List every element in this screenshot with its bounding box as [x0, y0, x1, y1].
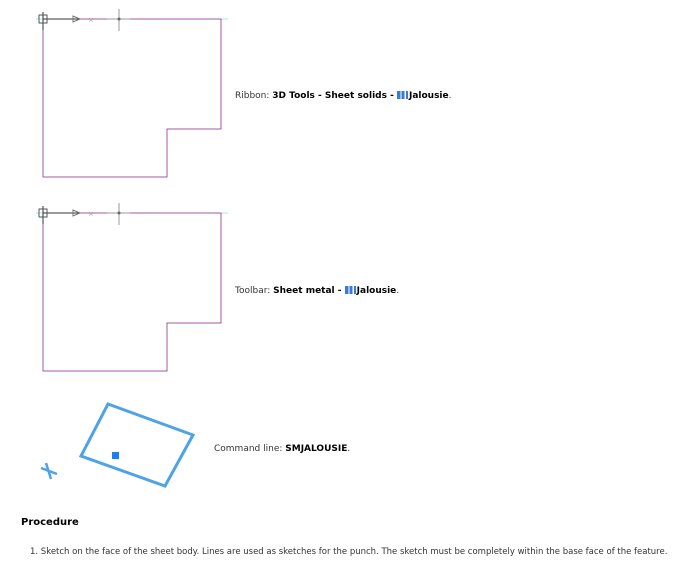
procedure-heading: Procedure [21, 517, 79, 528]
menu-path: Sheet metal - [273, 286, 345, 296]
command-name: Jalousie [408, 91, 449, 101]
illustrations: × × [36, 9, 228, 488]
label: Command line: [214, 444, 286, 454]
command-name: Jalousie [356, 286, 397, 296]
punct: . [396, 286, 400, 296]
command-line-path: Command line: SMJALOUSIE. [214, 444, 350, 454]
svg-text:×: × [88, 210, 94, 218]
svg-text:×: × [88, 16, 94, 24]
sketch-profile-1: × [36, 9, 228, 178]
menu-path: 3D Tools - Sheet solids - [272, 91, 397, 101]
sketch-profile-2: × [36, 203, 228, 372]
punct: . [347, 444, 351, 454]
label: Ribbon: [235, 91, 273, 101]
ribbon-path: Ribbon: 3D Tools - Sheet solids - Jalous… [235, 91, 452, 101]
procedure-step-1: 1. Sketch on the face of the sheet body.… [30, 547, 668, 557]
command-name: SMJALOUSIE [285, 444, 348, 454]
label: Toolbar: [235, 286, 274, 296]
punct: . [448, 91, 452, 101]
jalousie-icon [344, 286, 356, 294]
toolbar-path: Toolbar: Sheet metal - Jalousie. [235, 286, 399, 296]
jalousie-rectangle [40, 402, 196, 488]
jalousie-icon [396, 91, 408, 99]
